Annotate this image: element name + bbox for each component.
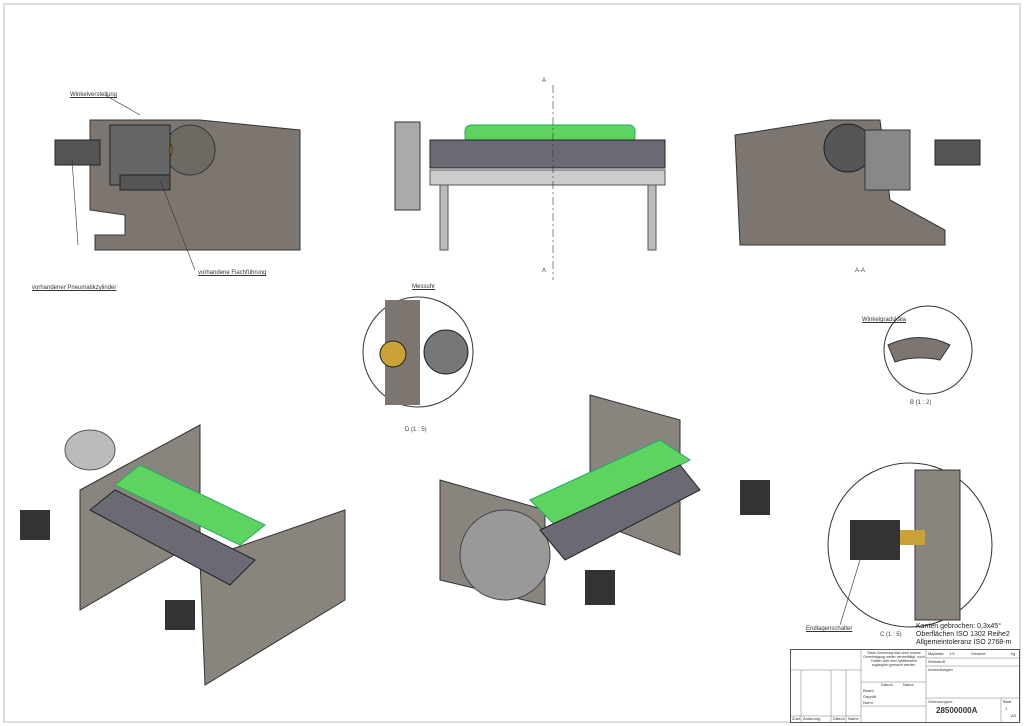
caption-detail-c: C (1 : 5) (880, 632, 902, 638)
row-bearb: Bearb. (863, 688, 875, 693)
title-block-grid (791, 650, 1019, 722)
label-endlage: Endlagenschalter (806, 626, 853, 632)
col-datum: Datum (833, 716, 845, 721)
side-view-left (54, 94, 301, 271)
row-datum: Datum (881, 682, 893, 687)
row-gepr: Geprüft (863, 694, 877, 699)
general-notes: Kanten gebrochen: 0,3x45° Oberflächen IS… (916, 623, 1011, 647)
detail-b (883, 305, 973, 395)
row-norm: Norm (863, 700, 873, 705)
sheet-label: Blatt (1003, 699, 1012, 704)
detail-c (827, 462, 993, 628)
label-flachfuehrung: vorhandene Flachführung (198, 270, 267, 276)
front-view (394, 85, 666, 280)
caption-detail-d: D (1 : 5) (405, 427, 427, 433)
drawing-number-label: Zeichnungsnr. (928, 699, 954, 704)
section-view-a-a (734, 119, 981, 246)
label-messuhr: Messuhr (412, 284, 436, 290)
detail-d (362, 296, 474, 408)
sheet-number: 1 (1005, 706, 1008, 711)
title-block: Diese Zeichnung darf ohne unsere Genehmi… (790, 649, 1020, 723)
section-marker-top: A (542, 78, 547, 84)
caption-detail-b: B (1 : 2) (910, 400, 932, 406)
copyright-notice: Diese Zeichnung darf ohne unsere Genehmi… (863, 651, 925, 667)
scale-value: 1:5 (949, 651, 955, 656)
row-name: Name (903, 682, 914, 687)
drawing-number: 28500000A (936, 706, 978, 715)
material-label: Werkstoff (928, 659, 945, 664)
caption-section-a-a: A-A (855, 268, 866, 274)
col-zust: Zust. (792, 716, 801, 721)
remarks-label: Anmerkungen (928, 667, 953, 672)
weight-unit: kg (1011, 651, 1016, 656)
label-pneumatik: vorhandener Pneumatikzylinder (32, 285, 117, 291)
note-edges: Kanten gebrochen: 0,3x45° (916, 623, 1001, 630)
col-aenderung: Änderung (803, 716, 821, 721)
label-winkelverstellung: Winkelverstellung (70, 92, 118, 98)
label-winkelskala: Winkelgradskala (862, 317, 907, 323)
sheet-format: A3 (1011, 713, 1016, 718)
scale-label: Maßstab (928, 651, 944, 656)
weight-label: Gewicht (971, 651, 986, 656)
col-name: Name (848, 716, 859, 721)
isometric-view-left (20, 424, 346, 686)
section-marker-bottom: A (542, 268, 547, 274)
note-surface: Oberflächen ISO 1302 Reihe2 (916, 631, 1010, 638)
isometric-view-right (439, 394, 770, 606)
note-tolerance: Allgemeintoleranz ISO 2768-m (916, 639, 1012, 646)
